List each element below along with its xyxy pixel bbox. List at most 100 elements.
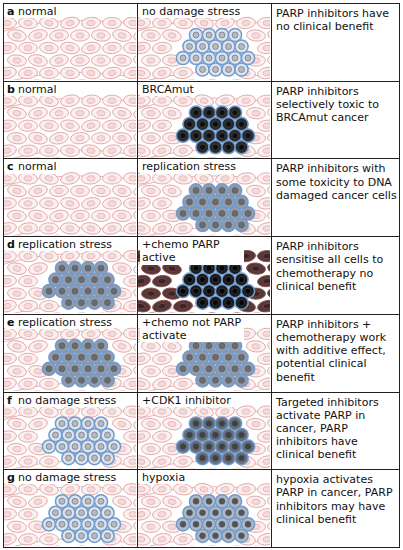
cell-membrane [18,405,38,418]
tumour-nucleus [180,133,186,139]
tumour-nucleus [98,288,104,294]
normal-cell [19,353,38,364]
normal-cell [124,120,137,131]
cell-nucleus [66,330,75,337]
cell-membrane [246,468,266,469]
normal-cell [91,79,111,80]
tumour-cell [42,440,55,453]
normal-cell [112,494,133,509]
cell-membrane [28,545,48,546]
tumour-nucleus [239,67,245,73]
cell-nucleus [138,278,145,285]
cell-membrane [92,210,111,221]
cell-nucleus [66,20,75,27]
cell-membrane [60,41,81,56]
normal-cell [141,495,161,508]
cell-nucleus [168,368,177,374]
cell-nucleus [200,97,209,104]
cell-membrane [267,365,270,378]
cell-nucleus [179,20,188,26]
cell-membrane [49,389,70,391]
normal-cell [246,312,266,313]
cell-membrane [28,494,49,509]
normal-cell [4,299,17,313]
normal-cell [81,172,101,185]
tumour-nucleus [206,498,212,504]
cell-membrane [81,172,101,185]
normal-cell [246,418,266,431]
cell-nucleus [129,98,136,104]
tumour-cell [75,296,88,309]
normal-cell [28,157,48,158]
normal-cell [138,405,151,418]
cell-membrane [142,443,161,454]
tumour-nucleus [193,343,199,349]
cell-membrane [225,389,246,391]
cell-membrane [7,28,28,43]
cell-membrane [70,467,91,469]
tumour-nucleus [180,55,186,61]
row-letter: a [5,5,16,18]
normal-cell [18,327,38,340]
cell-membrane [141,79,161,80]
tumour-nucleus [46,521,52,527]
outcome-text: Targeted inhibitors activate PARP in can… [276,396,397,462]
normal-cell [141,312,161,313]
normal-cell [123,300,136,313]
tumour-nucleus [79,377,85,383]
tumour-nucleus [59,498,65,504]
normal-cell [152,41,172,54]
normal-cell [183,545,203,546]
cell-nucleus [87,98,96,104]
outcome-text: hypoxia activates PARP in cancer, PARP i… [276,473,397,526]
tumour-nucleus [193,55,199,61]
cell-membrane [4,376,17,390]
normal-cell [123,250,136,263]
cell-membrane [4,352,17,365]
normal-cell [138,118,151,133]
tumour-nucleus [59,265,65,271]
tumour-nucleus [92,277,98,283]
normal-cell [70,54,90,67]
normal-cell [133,312,136,313]
cell-membrane [4,41,17,54]
cell-membrane [123,16,136,29]
cell-nucleus [108,200,117,206]
tumour-nucleus [193,366,199,372]
normal-cell [124,276,137,287]
cell-membrane [162,28,183,43]
normal-cell [81,16,101,29]
normal-cell [124,198,137,209]
tumour-nucleus [92,510,98,516]
tumour-cell [222,296,235,309]
condition-label: normal [16,160,59,173]
normal-cell [183,312,203,313]
tumour-nucleus [85,498,91,504]
normal-cell [28,106,49,121]
normal-cell [49,389,70,391]
cell-membrane [173,483,193,496]
normal-cell [152,275,172,288]
cell-membrane [138,172,151,185]
cell-membrane [124,198,137,209]
normal-cell [246,107,266,120]
normal-cell [103,406,122,417]
normal-cell [103,95,122,106]
cell-nucleus [45,97,54,104]
cell-membrane [4,275,17,288]
cell-nucleus [221,408,230,415]
tumour-nucleus [193,32,199,38]
tissue-group [138,16,270,80]
cell-nucleus [87,200,96,207]
cell-membrane [204,311,225,313]
cell-membrane [7,106,28,121]
cell-membrane [103,173,122,184]
normal-cell [225,389,246,391]
cell-membrane [142,521,161,532]
tumour-nucleus [219,343,225,349]
cell-nucleus [13,368,22,374]
normal-cell [257,430,270,443]
cell-membrane [18,94,38,107]
cell-nucleus [87,20,96,26]
normal-cell [133,79,136,80]
